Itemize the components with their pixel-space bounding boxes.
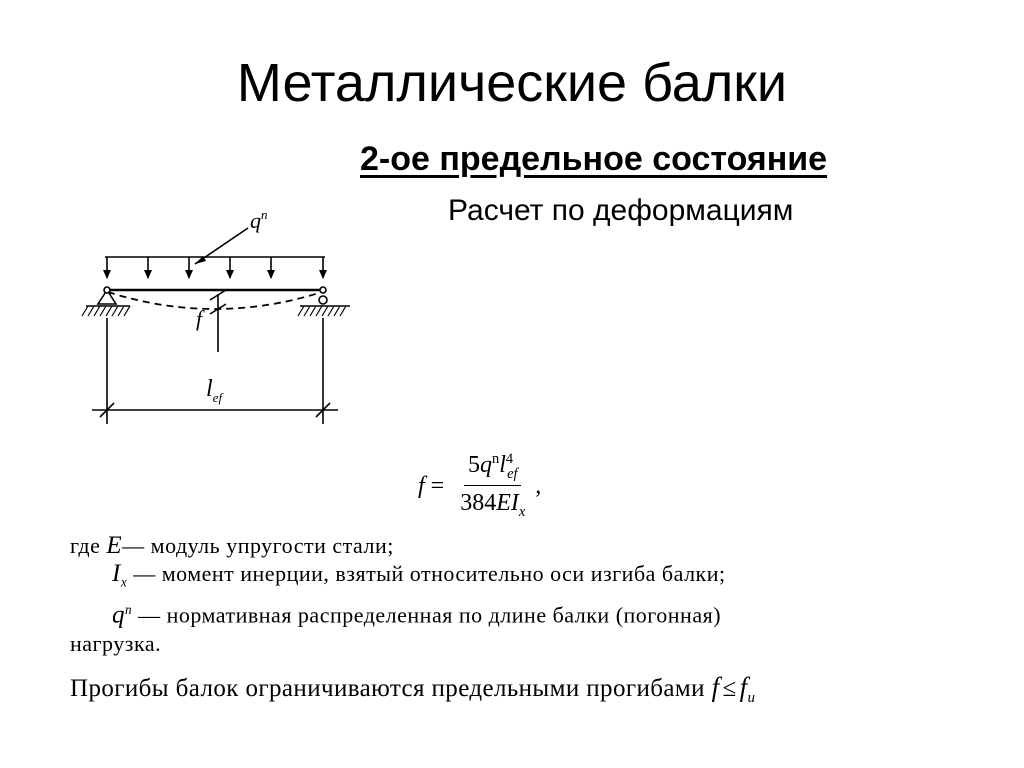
formula-lhs: f bbox=[418, 472, 425, 499]
beam-deflection-diagram: qn f lef bbox=[81, 207, 350, 424]
formula-trailing-comma: , bbox=[535, 472, 542, 499]
section-subheading: Расчет по деформациям bbox=[448, 194, 794, 227]
definition-E: где E— модуль упругости стали; bbox=[70, 532, 394, 559]
load-label: qn bbox=[250, 207, 268, 233]
deflection-label: f bbox=[196, 306, 205, 331]
left-support bbox=[96, 288, 118, 305]
formula-fraction: 5qnl4ef 384EIx bbox=[456, 451, 529, 521]
right-support bbox=[319, 286, 327, 294]
definition-q: qn — нормативная распределенная по длине… bbox=[112, 601, 722, 629]
deflection-curve bbox=[107, 291, 323, 310]
definition-q-continued: нагрузка. bbox=[70, 630, 162, 656]
slide-title: Металлические балки bbox=[236, 53, 788, 113]
deflection-formula: f = 5qnl4ef 384EIx , bbox=[418, 446, 541, 526]
formula-equals: = bbox=[430, 472, 445, 499]
formula-numerator: 5qnl4ef bbox=[464, 451, 522, 486]
load-arrows bbox=[106, 257, 324, 278]
section-heading: 2-ое предельное состояние bbox=[360, 140, 828, 178]
span-label: lef bbox=[206, 376, 224, 405]
definition-I: Ix — момент инерции, взятый относительно… bbox=[112, 560, 726, 590]
formula-denominator: 384EIx bbox=[460, 490, 526, 520]
deflection-limit-statement: Прогибы балок ограничиваются предельными… bbox=[70, 672, 756, 706]
variable-definitions: где E— модуль упругости стали; Ix — моме… bbox=[70, 532, 970, 658]
